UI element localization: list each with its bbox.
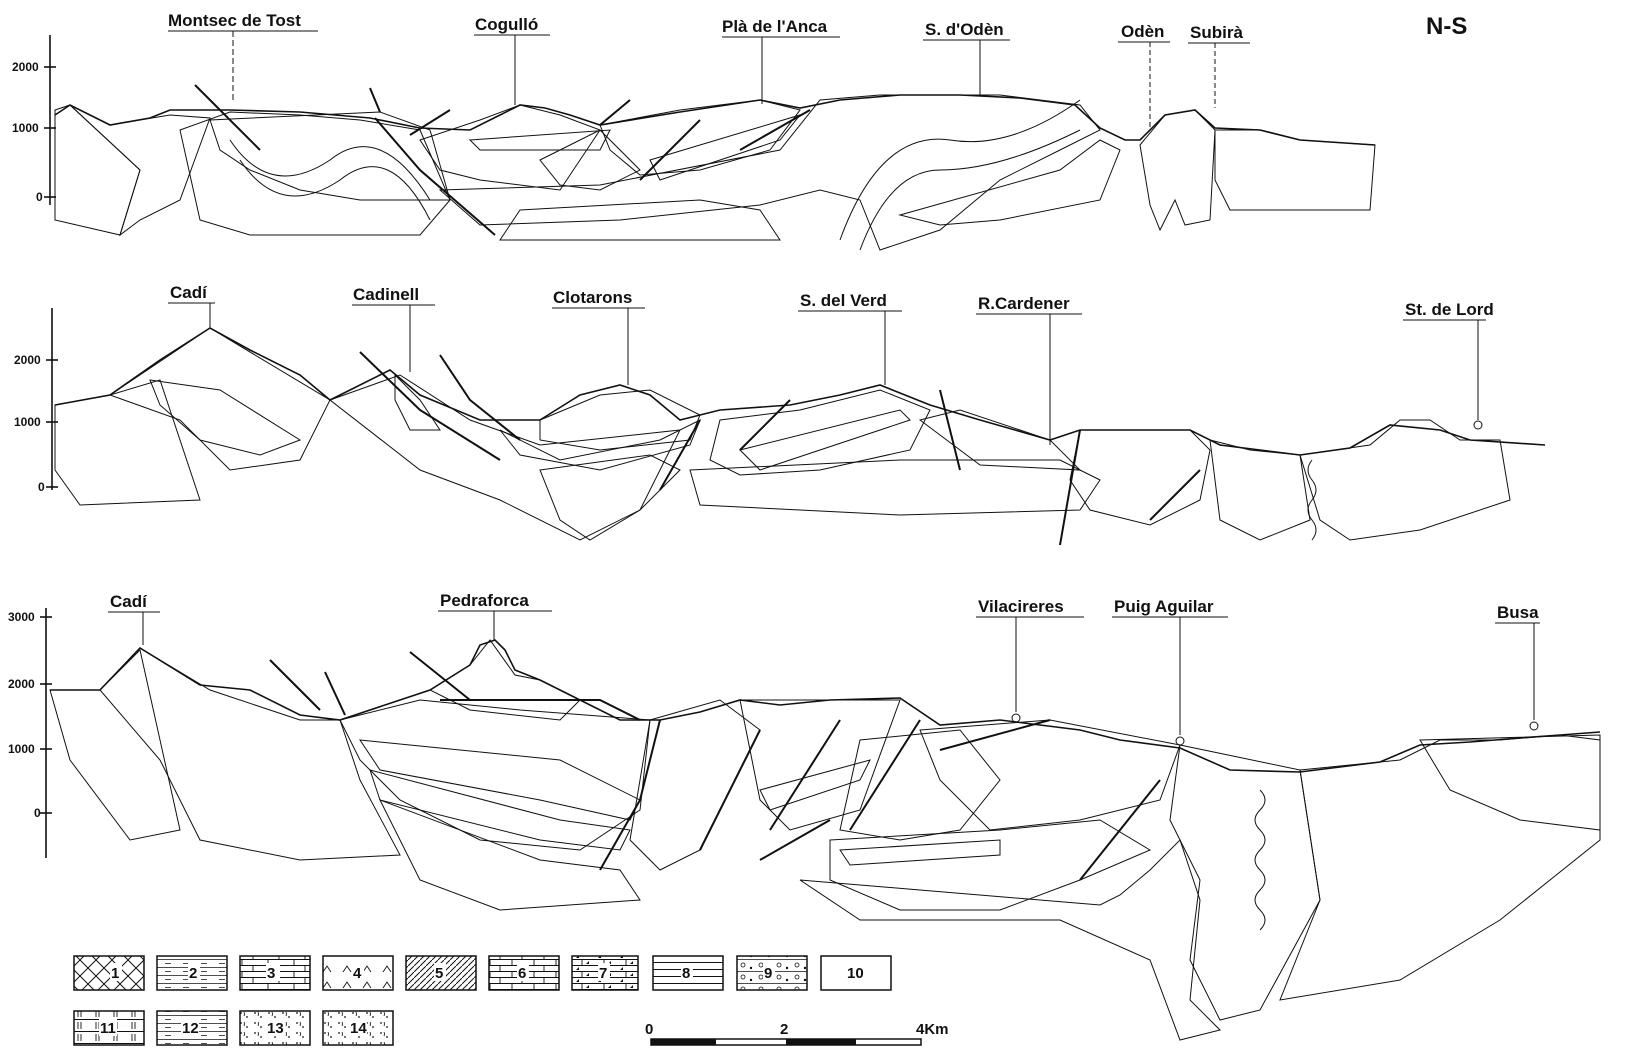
elevation-tick-label: 0 bbox=[38, 480, 45, 494]
legend-item-14: 14 bbox=[323, 1011, 393, 1045]
legend-item-12: 12 bbox=[157, 1011, 227, 1045]
svg-text:Cadí: Cadí bbox=[170, 283, 208, 302]
locality-busa: Busa bbox=[1495, 603, 1540, 730]
svg-text:Cadí: Cadí bbox=[110, 592, 148, 611]
svg-text:11: 11 bbox=[100, 1020, 116, 1037]
legend-item-11: 11 bbox=[74, 1011, 144, 1045]
svg-text:Plà de l'Anca: Plà de l'Anca bbox=[722, 17, 828, 36]
topographic-profile-top bbox=[55, 95, 1375, 145]
locality-puig-aguilar: Puig Aguilar bbox=[1112, 597, 1228, 745]
svg-text:Pedraforca: Pedraforca bbox=[440, 591, 529, 610]
summit-marker-icon bbox=[1012, 714, 1020, 722]
scale-label-2: 2 bbox=[780, 1021, 788, 1038]
svg-text:Busa: Busa bbox=[1497, 603, 1539, 622]
elevation-tick-label: 3000 bbox=[8, 610, 35, 624]
svg-text:5: 5 bbox=[435, 965, 443, 982]
svg-text:Vilacireres: Vilacireres bbox=[978, 597, 1064, 616]
locality-vilacireres: Vilacireres bbox=[976, 597, 1084, 722]
legend-item-2: 2 bbox=[157, 956, 227, 990]
locality-s-del-verd: S. del Verd bbox=[798, 291, 902, 385]
scale-label-0: 0 bbox=[645, 1021, 653, 1038]
svg-text:Clotarons: Clotarons bbox=[553, 288, 632, 307]
legend-item-8: 8 bbox=[653, 956, 723, 990]
elevation-tick-label: 1000 bbox=[12, 121, 39, 135]
locality-pedraforca: Pedraforca bbox=[438, 591, 552, 640]
svg-text:7: 7 bbox=[599, 965, 607, 982]
summit-marker-icon bbox=[1530, 722, 1538, 730]
svg-text:Cadinell: Cadinell bbox=[353, 285, 419, 304]
svg-text:1: 1 bbox=[111, 965, 119, 982]
cross-section-top: 2000 1000 0 Montsec de Tost bbox=[12, 11, 1375, 250]
svg-text:S. del Verd: S. del Verd bbox=[800, 291, 887, 310]
svg-text:12: 12 bbox=[182, 1020, 199, 1037]
legend-item-1: 1 bbox=[74, 956, 144, 990]
svg-text:10: 10 bbox=[847, 965, 864, 982]
legend-item-13: 13 bbox=[240, 1011, 310, 1045]
locality-cogullo: Cogulló bbox=[474, 15, 550, 105]
topographic-profile-middle bbox=[55, 328, 1545, 455]
locality-subira: Subirà bbox=[1188, 23, 1250, 108]
elevation-tick-label: 0 bbox=[34, 806, 41, 820]
locality-pla-de-lanca: Plà de l'Anca bbox=[722, 17, 840, 104]
svg-text:8: 8 bbox=[682, 965, 690, 982]
topographic-profile-bottom bbox=[50, 640, 1600, 772]
locality-montsec-de-tost: Montsec de Tost bbox=[168, 11, 318, 100]
svg-text:13: 13 bbox=[267, 1020, 284, 1037]
svg-text:14: 14 bbox=[350, 1020, 367, 1037]
elevation-tick-label: 1000 bbox=[8, 742, 35, 756]
locality-cadinell: Cadinell bbox=[352, 285, 435, 372]
locality-cadi-middle: Cadí bbox=[168, 283, 215, 328]
section-orientation-title: N-S bbox=[1426, 13, 1467, 40]
svg-text:Puig Aguilar: Puig Aguilar bbox=[1114, 597, 1214, 616]
svg-text:2: 2 bbox=[189, 965, 197, 982]
svg-text:R.Cardener: R.Cardener bbox=[978, 294, 1070, 313]
legend-item-9: 9 bbox=[737, 956, 807, 990]
locality-clotarons: Clotarons bbox=[552, 288, 645, 385]
svg-text:Montsec de Tost: Montsec de Tost bbox=[168, 11, 301, 30]
locality-r-cardener: R.Cardener bbox=[976, 294, 1082, 445]
svg-text:3: 3 bbox=[267, 965, 275, 982]
locality-st-de-lord: St. de Lord bbox=[1403, 300, 1494, 429]
elevation-tick-label: 2000 bbox=[12, 60, 39, 74]
summit-marker-icon bbox=[1176, 737, 1184, 745]
svg-text:Cogulló: Cogulló bbox=[475, 15, 538, 34]
elevation-tick-label: 2000 bbox=[14, 353, 41, 367]
svg-text:St. de Lord: St. de Lord bbox=[1405, 300, 1494, 319]
legend-item-3: 3 bbox=[240, 956, 310, 990]
svg-text:S. d'Odèn: S. d'Odèn bbox=[925, 20, 1004, 39]
elevation-tick-label: 1000 bbox=[14, 415, 41, 429]
svg-text:9: 9 bbox=[764, 965, 772, 982]
legend-item-5: 5 bbox=[406, 956, 476, 990]
scale-bar: 0 2 4Km bbox=[645, 1021, 949, 1045]
locality-oden: Odèn bbox=[1118, 22, 1170, 130]
svg-text:Odèn: Odèn bbox=[1121, 22, 1164, 41]
locality-s-doden: S. d'Odèn bbox=[923, 20, 1010, 96]
scale-label-4km: 4Km bbox=[916, 1021, 949, 1038]
summit-marker-icon bbox=[1474, 421, 1482, 429]
legend-item-7: 7 bbox=[572, 956, 638, 990]
cross-section-middle: 2000 1000 0 Cadí Cadinell bbox=[14, 283, 1545, 545]
legend-item-4: 4 bbox=[323, 956, 393, 990]
legend: 1 2 3 4 5 6 7 8 9 10 11 12 13 14 bbox=[74, 956, 891, 1045]
locality-cadi-bottom: Cadí bbox=[108, 592, 160, 645]
elevation-tick-label: 0 bbox=[36, 190, 43, 204]
svg-text:4: 4 bbox=[353, 965, 362, 982]
legend-item-6: 6 bbox=[489, 956, 559, 990]
elevation-tick-label: 2000 bbox=[8, 677, 35, 691]
svg-text:Subirà: Subirà bbox=[1190, 23, 1243, 42]
svg-text:6: 6 bbox=[518, 965, 526, 982]
legend-item-10: 10 bbox=[821, 956, 891, 990]
